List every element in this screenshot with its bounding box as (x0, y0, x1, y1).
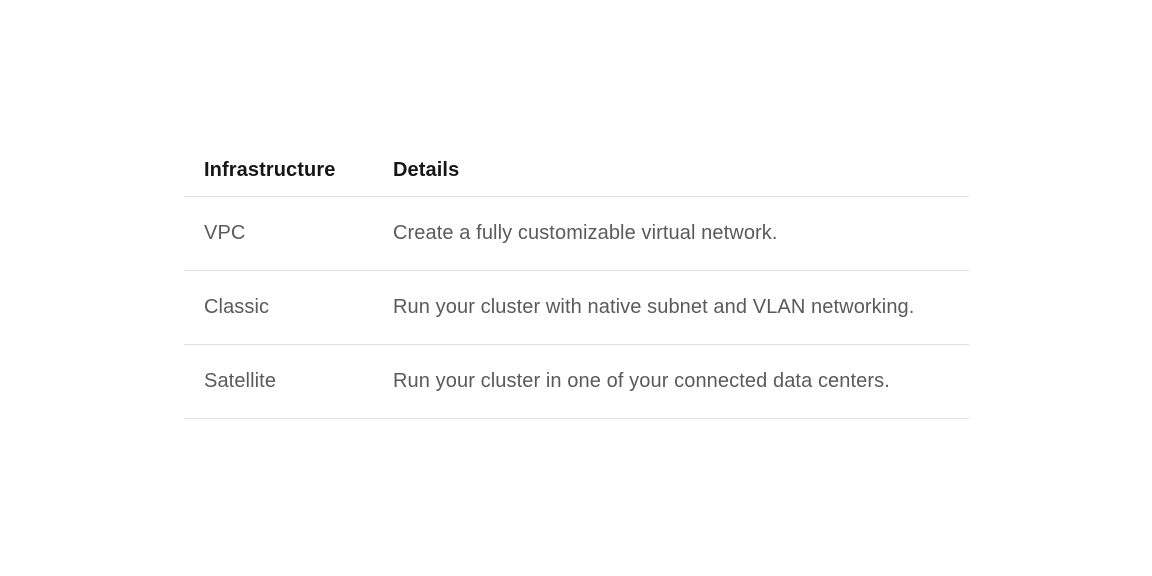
column-header-infrastructure: Infrastructure (204, 159, 336, 181)
cell-infrastructure: Satellite (204, 370, 277, 392)
table-row-vpc: VPC Create a fully customizable virtual … (184, 197, 969, 271)
table-row-classic: Classic Run your cluster with native sub… (184, 271, 969, 345)
infrastructure-table: Infrastructure Details VPC Create a full… (184, 145, 969, 419)
cell-details: Create a fully customizable virtual netw… (393, 222, 778, 244)
cell-details: Run your cluster in one of your connecte… (393, 370, 890, 392)
cell-infrastructure: Classic (204, 296, 270, 318)
cell-details: Run your cluster with native subnet and … (393, 296, 915, 318)
column-header-details: Details (393, 159, 460, 181)
cell-infrastructure: VPC (204, 222, 246, 244)
table-row-satellite: Satellite Run your cluster in one of you… (184, 345, 969, 419)
table-header-row: Infrastructure Details (184, 145, 969, 197)
